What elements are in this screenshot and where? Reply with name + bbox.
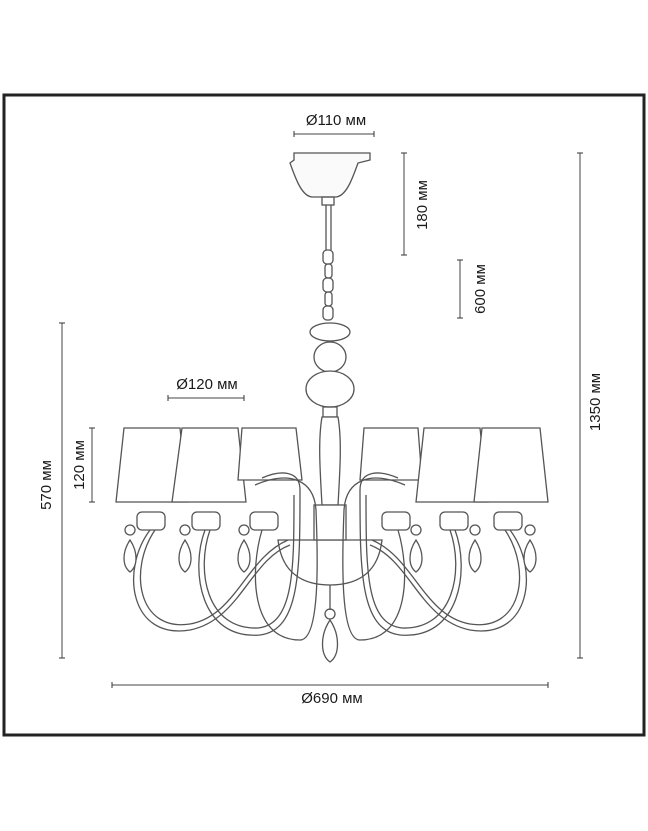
shade-diameter-label: Ø120 мм [176, 376, 238, 393]
chain-length-label: 600 мм [472, 264, 489, 314]
overall-diameter-label: Ø690 мм [301, 690, 363, 707]
canopy-diameter-label: Ø110 мм [306, 112, 366, 129]
arms [132, 472, 528, 641]
crystal-drops [123, 524, 537, 573]
canopy [289, 152, 371, 198]
total-height-label: 1350 мм [587, 373, 604, 431]
candle-cups [136, 511, 523, 531]
chandelier-illustration [115, 152, 549, 663]
shade-height-label: 120 мм [71, 440, 88, 490]
shades [115, 427, 549, 503]
chain [322, 249, 334, 321]
canopy-height-label: 180 мм [414, 180, 431, 230]
drawing-frame [2, 93, 646, 737]
body-height-label: 570 мм [38, 460, 55, 510]
